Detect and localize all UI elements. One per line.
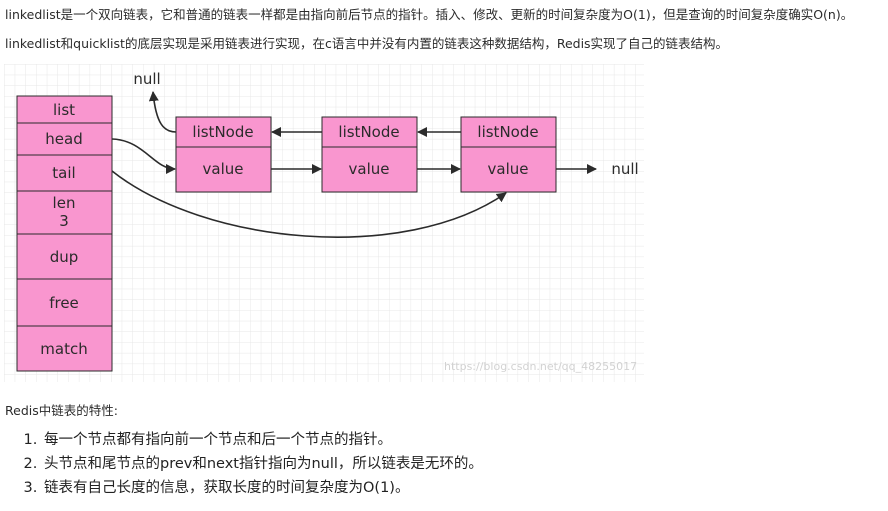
tail-pointer-arrow	[111, 170, 507, 238]
struct-field-list: list	[53, 101, 75, 119]
head-pointer-arrow	[111, 138, 176, 174]
list-node-2: listNode value	[321, 116, 418, 193]
null-top-label: null	[133, 70, 160, 88]
node-2-value: value	[349, 160, 390, 178]
list-item: 链表有自己长度的信息，获取长度的时间复杂度为O(1)。	[42, 476, 483, 500]
node-3-value: value	[488, 160, 529, 178]
linkedlist-diagram: list head tail len 3 dup free match list…	[4, 64, 644, 382]
list-node-3: listNode value	[460, 116, 557, 193]
list-item: 每一个节点都有指向前一个节点和后一个节点的指针。	[42, 428, 483, 452]
list-node-1: listNode value	[175, 116, 272, 193]
node-3-title: listNode	[477, 123, 538, 141]
struct-field-dup: dup	[50, 248, 79, 266]
struct-field-tail: tail	[52, 164, 75, 182]
list-struct: list head tail len 3 dup free match	[16, 95, 113, 372]
struct-field-free: free	[49, 294, 79, 312]
traits-heading: Redis中链表的特性:	[5, 403, 118, 418]
struct-field-head: head	[45, 130, 82, 148]
intro-paragraph-1: linkedlist是一个双向链表，它和普通的链表一样都是由指向前后节点的指针。…	[5, 7, 854, 22]
node-1-value: value	[203, 160, 244, 178]
struct-field-len-value: 3	[59, 212, 69, 230]
watermark: https://blog.csdn.net/qq_48255017	[444, 360, 637, 373]
struct-field-len: len	[53, 194, 76, 212]
node-1-title: listNode	[192, 123, 253, 141]
list-item: 头节点和尾节点的prev和next指针指向为null，所以链表是无环的。	[42, 452, 483, 476]
null-right-label: null	[611, 160, 638, 178]
node-2-title: listNode	[338, 123, 399, 141]
prev-arrow-node1-null	[148, 91, 177, 133]
traits-list: 每一个节点都有指向前一个节点和后一个节点的指针。 头节点和尾节点的prev和ne…	[10, 428, 483, 500]
struct-field-match: match	[40, 340, 87, 358]
intro-paragraph-2: linkedlist和quicklist的底层实现是采用链表进行实现，在c语言中…	[5, 36, 729, 51]
